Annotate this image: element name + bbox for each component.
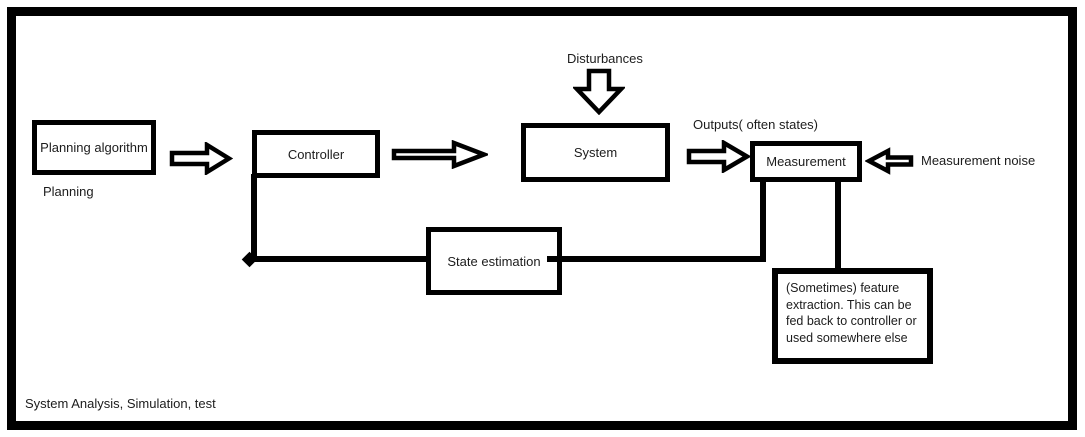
node-planning-algorithm: Planning algorithm: [32, 120, 156, 175]
node-state-estimation-label: State estimation: [447, 253, 541, 269]
node-state-estimation: State estimation: [426, 227, 562, 295]
block-arrow-right-icon: [169, 142, 233, 175]
block-arrow-right-icon: [686, 140, 751, 173]
node-controller-label: Controller: [287, 146, 345, 162]
wire-nub: [547, 256, 558, 262]
node-controller: Controller: [252, 130, 380, 178]
outputs-annotation: Outputs( often states): [693, 117, 819, 132]
node-system-label: System: [573, 145, 618, 160]
planning-annotation: Planning: [43, 184, 94, 199]
footer-annotation: System Analysis, Simulation, test: [25, 396, 216, 411]
disturbances-annotation: Disturbances: [567, 51, 643, 66]
outer-frame: [7, 7, 1077, 430]
wire-controller-to-feedback: [251, 174, 257, 262]
node-system: System: [521, 123, 670, 182]
measurement-noise-annotation: Measurement noise: [921, 153, 1036, 168]
wire-measurement-to-feature: [835, 178, 841, 272]
block-arrow-left-icon: [865, 147, 914, 175]
block-arrow-right-icon: [391, 140, 488, 169]
block-arrow-down-icon: [573, 68, 625, 115]
node-planning-algorithm-label: Planning algorithm: [40, 140, 148, 155]
wire-measurement-to-feedback: [760, 178, 766, 262]
node-measurement: Measurement: [750, 141, 862, 182]
node-feature-extraction-label: (Sometimes) feature extraction. This can…: [786, 281, 917, 345]
node-measurement-label: Measurement: [766, 154, 846, 169]
node-feature-extraction: (Sometimes) feature extraction. This can…: [772, 268, 933, 364]
